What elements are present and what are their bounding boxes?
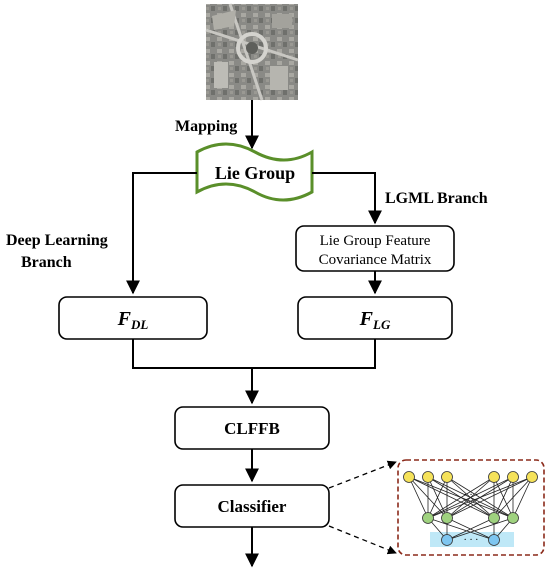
hidden-neuron (507, 512, 519, 524)
mapping-label: Mapping (175, 118, 237, 135)
classifier-node: Classifier (174, 484, 330, 528)
deep-learning-branch-label-line2: Branch (21, 254, 72, 271)
lie-group-feature-covariance-box: Lie Group Feature Covariance Matrix (295, 225, 455, 272)
deep-learning-branch-arrow (126, 172, 197, 295)
network-connection (408, 476, 429, 519)
network-connection (408, 476, 495, 519)
f-dl-main: F (117, 308, 132, 330)
clffb-node: CLFFB (174, 406, 330, 450)
input-neuron (422, 471, 434, 483)
network-connection (427, 476, 514, 519)
lg-feature-line1: Lie Group Feature (320, 233, 431, 249)
clffb-label: CLFFB (224, 419, 280, 438)
network-connection (427, 476, 533, 519)
network-connection (427, 476, 495, 519)
input-neuron (507, 471, 519, 483)
lgml-branch-arrow (312, 172, 382, 225)
inset-border (397, 459, 545, 556)
network-connection (427, 517, 495, 541)
f-lg-subscript: LG (372, 317, 391, 332)
network-connection (493, 476, 533, 519)
lie-group-node: Lie Group (195, 142, 314, 202)
hidden-neuron (441, 512, 453, 524)
inset-pointer-top (328, 460, 397, 489)
f-lg-main: F (359, 308, 374, 330)
input-neuron (488, 471, 500, 483)
svg-text:FLG: FLG (359, 308, 391, 332)
lgml-branch-label: LGML Branch (385, 190, 488, 207)
output-neuron (441, 534, 453, 546)
hidden-ellipsis: · · · (464, 490, 479, 501)
aerial-airport-image (205, 3, 299, 101)
deep-learning-branch-label-line1: Deep Learning (6, 232, 108, 249)
neural-network-icon: · · · · · · (397, 459, 545, 556)
f-dl-subscript: DL (130, 317, 148, 332)
network-connection (446, 476, 533, 519)
input-neuron (526, 471, 538, 483)
input-neuron (403, 471, 415, 483)
output-ellipsis: · · · (464, 535, 479, 546)
network-connection (427, 476, 448, 519)
inset-pointer-bottom (328, 525, 397, 555)
hidden-neuron (422, 512, 434, 524)
output-neuron (488, 534, 500, 546)
merge-connector (132, 339, 376, 369)
network-connection (493, 476, 514, 519)
network-connection (446, 517, 514, 541)
f-lg-node: FLG (297, 296, 453, 340)
lg-feature-line2: Covariance Matrix (319, 252, 432, 268)
f-dl-node: FDL (58, 296, 208, 340)
svg-text:FDL: FDL (117, 308, 149, 332)
classifier-label: Classifier (218, 497, 287, 516)
lie-group-label: Lie Group (215, 163, 295, 183)
input-neuron (441, 471, 453, 483)
hidden-neuron (488, 512, 500, 524)
network-connection (446, 517, 495, 541)
network-connection (512, 476, 533, 519)
